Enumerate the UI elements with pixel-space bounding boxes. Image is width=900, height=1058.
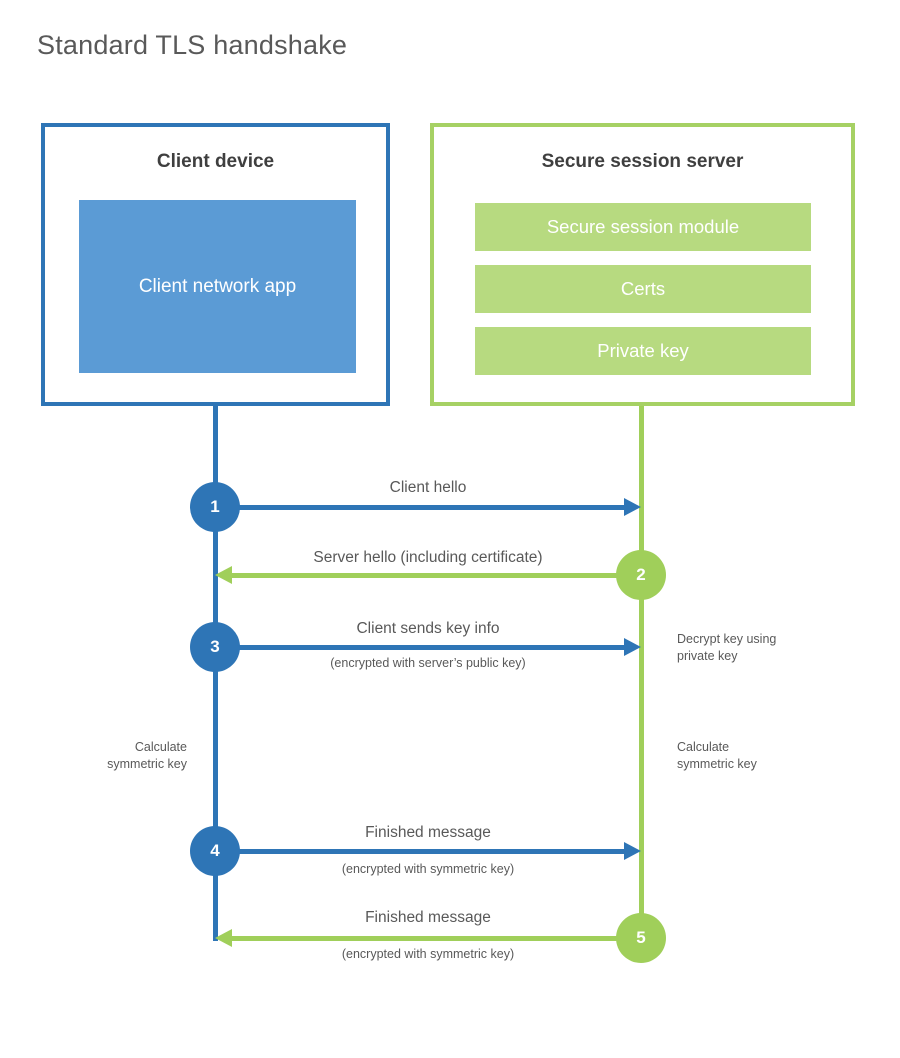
client-device-box: Client device Client network app xyxy=(41,123,390,406)
step-circle-3: 3 xyxy=(190,622,240,672)
arrow-client-key-info xyxy=(215,645,624,650)
step-number: 3 xyxy=(210,637,220,656)
note-line: symmetric key xyxy=(107,756,187,771)
client-device-title: Client device xyxy=(156,151,275,172)
message-sublabel-finished-client: (encrypted with symmetric key) xyxy=(341,862,515,876)
note-line: Calculate xyxy=(134,740,187,754)
server-module-private-key: Private key xyxy=(475,327,811,375)
note-line: symmetric key xyxy=(677,756,757,771)
arrow-server-hello xyxy=(232,573,641,578)
message-label-finished-server: Finished message xyxy=(365,909,491,926)
message-sublabel-finished-server: (encrypted with symmetric key) xyxy=(341,947,515,961)
server-lifeline xyxy=(639,406,644,938)
message-label-client-hello: Client hello xyxy=(389,479,467,496)
client-lifeline xyxy=(213,406,218,941)
client-network-app-block: Client network app xyxy=(79,200,356,373)
note-calc-symmetric-key-server: Calculate symmetric key xyxy=(677,739,817,773)
server-module-secure-session: Secure session module xyxy=(475,203,811,251)
message-sublabel-client-key-info: (encrypted with server’s public key) xyxy=(330,656,526,670)
message-label-client-key-info: Client sends key info xyxy=(356,620,500,637)
server-module-label: Private key xyxy=(597,340,689,361)
client-network-app-label: Client network app xyxy=(138,275,297,297)
arrowhead-client-key-info xyxy=(624,638,641,656)
note-line: Decrypt key using xyxy=(677,632,777,646)
arrow-client-hello xyxy=(215,505,624,510)
arrowhead-finished-server xyxy=(215,929,232,947)
server-module-certs: Certs xyxy=(475,265,811,313)
arrow-finished-client xyxy=(215,849,624,854)
arrowhead-client-hello xyxy=(624,498,641,516)
server-module-label: Certs xyxy=(620,278,666,299)
step-number: 2 xyxy=(636,565,646,584)
arrow-finished-server xyxy=(232,936,641,941)
step-circle-5: 5 xyxy=(616,913,666,963)
message-label-finished-client: Finished message xyxy=(365,824,491,841)
arrowhead-finished-client xyxy=(624,842,641,860)
page-title: Standard TLS handshake xyxy=(37,30,348,60)
message-label-server-hello: Server hello (including certificate) xyxy=(313,549,543,566)
arrowhead-server-hello xyxy=(215,566,232,584)
note-line: Calculate xyxy=(677,740,730,754)
step-number: 5 xyxy=(636,928,646,947)
note-decrypt-key: Decrypt key using private key xyxy=(677,631,817,665)
server-module-label: Secure session module xyxy=(546,216,740,237)
note-line: private key xyxy=(677,648,738,663)
step-number: 4 xyxy=(210,841,220,860)
secure-session-server-box: Secure session server Secure session mod… xyxy=(430,123,855,406)
step-circle-2: 2 xyxy=(616,550,666,600)
step-circle-1: 1 xyxy=(190,482,240,532)
step-number: 1 xyxy=(210,497,220,516)
note-calc-symmetric-key-client: Calculate symmetric key xyxy=(47,739,187,773)
secure-session-server-title: Secure session server xyxy=(541,151,744,172)
step-circle-4: 4 xyxy=(190,826,240,876)
